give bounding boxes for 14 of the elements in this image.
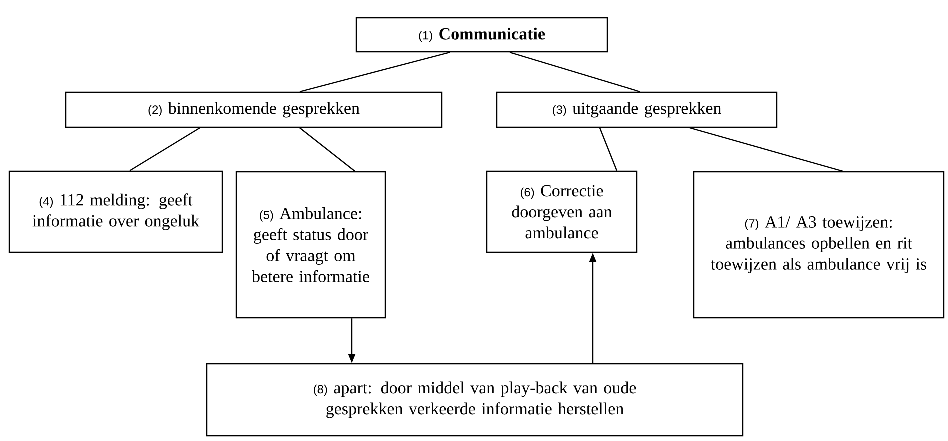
text-box: (7) A1/ A3 toewijzen: ambulances opbellen en rit toewijzen als ambulance vrij is [693,171,945,319]
connector-line [510,52,640,92]
text-box: (5) Ambulance: geeft status door of vraagt om betere informatie [236,171,386,319]
text-box: (2) binnenkomende gesprekken [65,92,443,128]
text-box: (1) Communicatie [356,17,608,53]
text-box: (6) Correctie doorgeven aan ambulance [486,170,638,254]
connector-line [300,52,450,92]
text-box: (8) apart: door middel van play-back van oude gesprekken verkeerde informatie herstellen [206,363,744,437]
connector-line [130,128,200,172]
connector-line [300,128,356,172]
text-box: (4) 112 melding: geeft informatie over ongeluk [8,170,224,254]
connector-line [690,128,844,172]
text-box: (3) uitgaande gesprekken [496,92,778,128]
connector-line [599,128,618,172]
